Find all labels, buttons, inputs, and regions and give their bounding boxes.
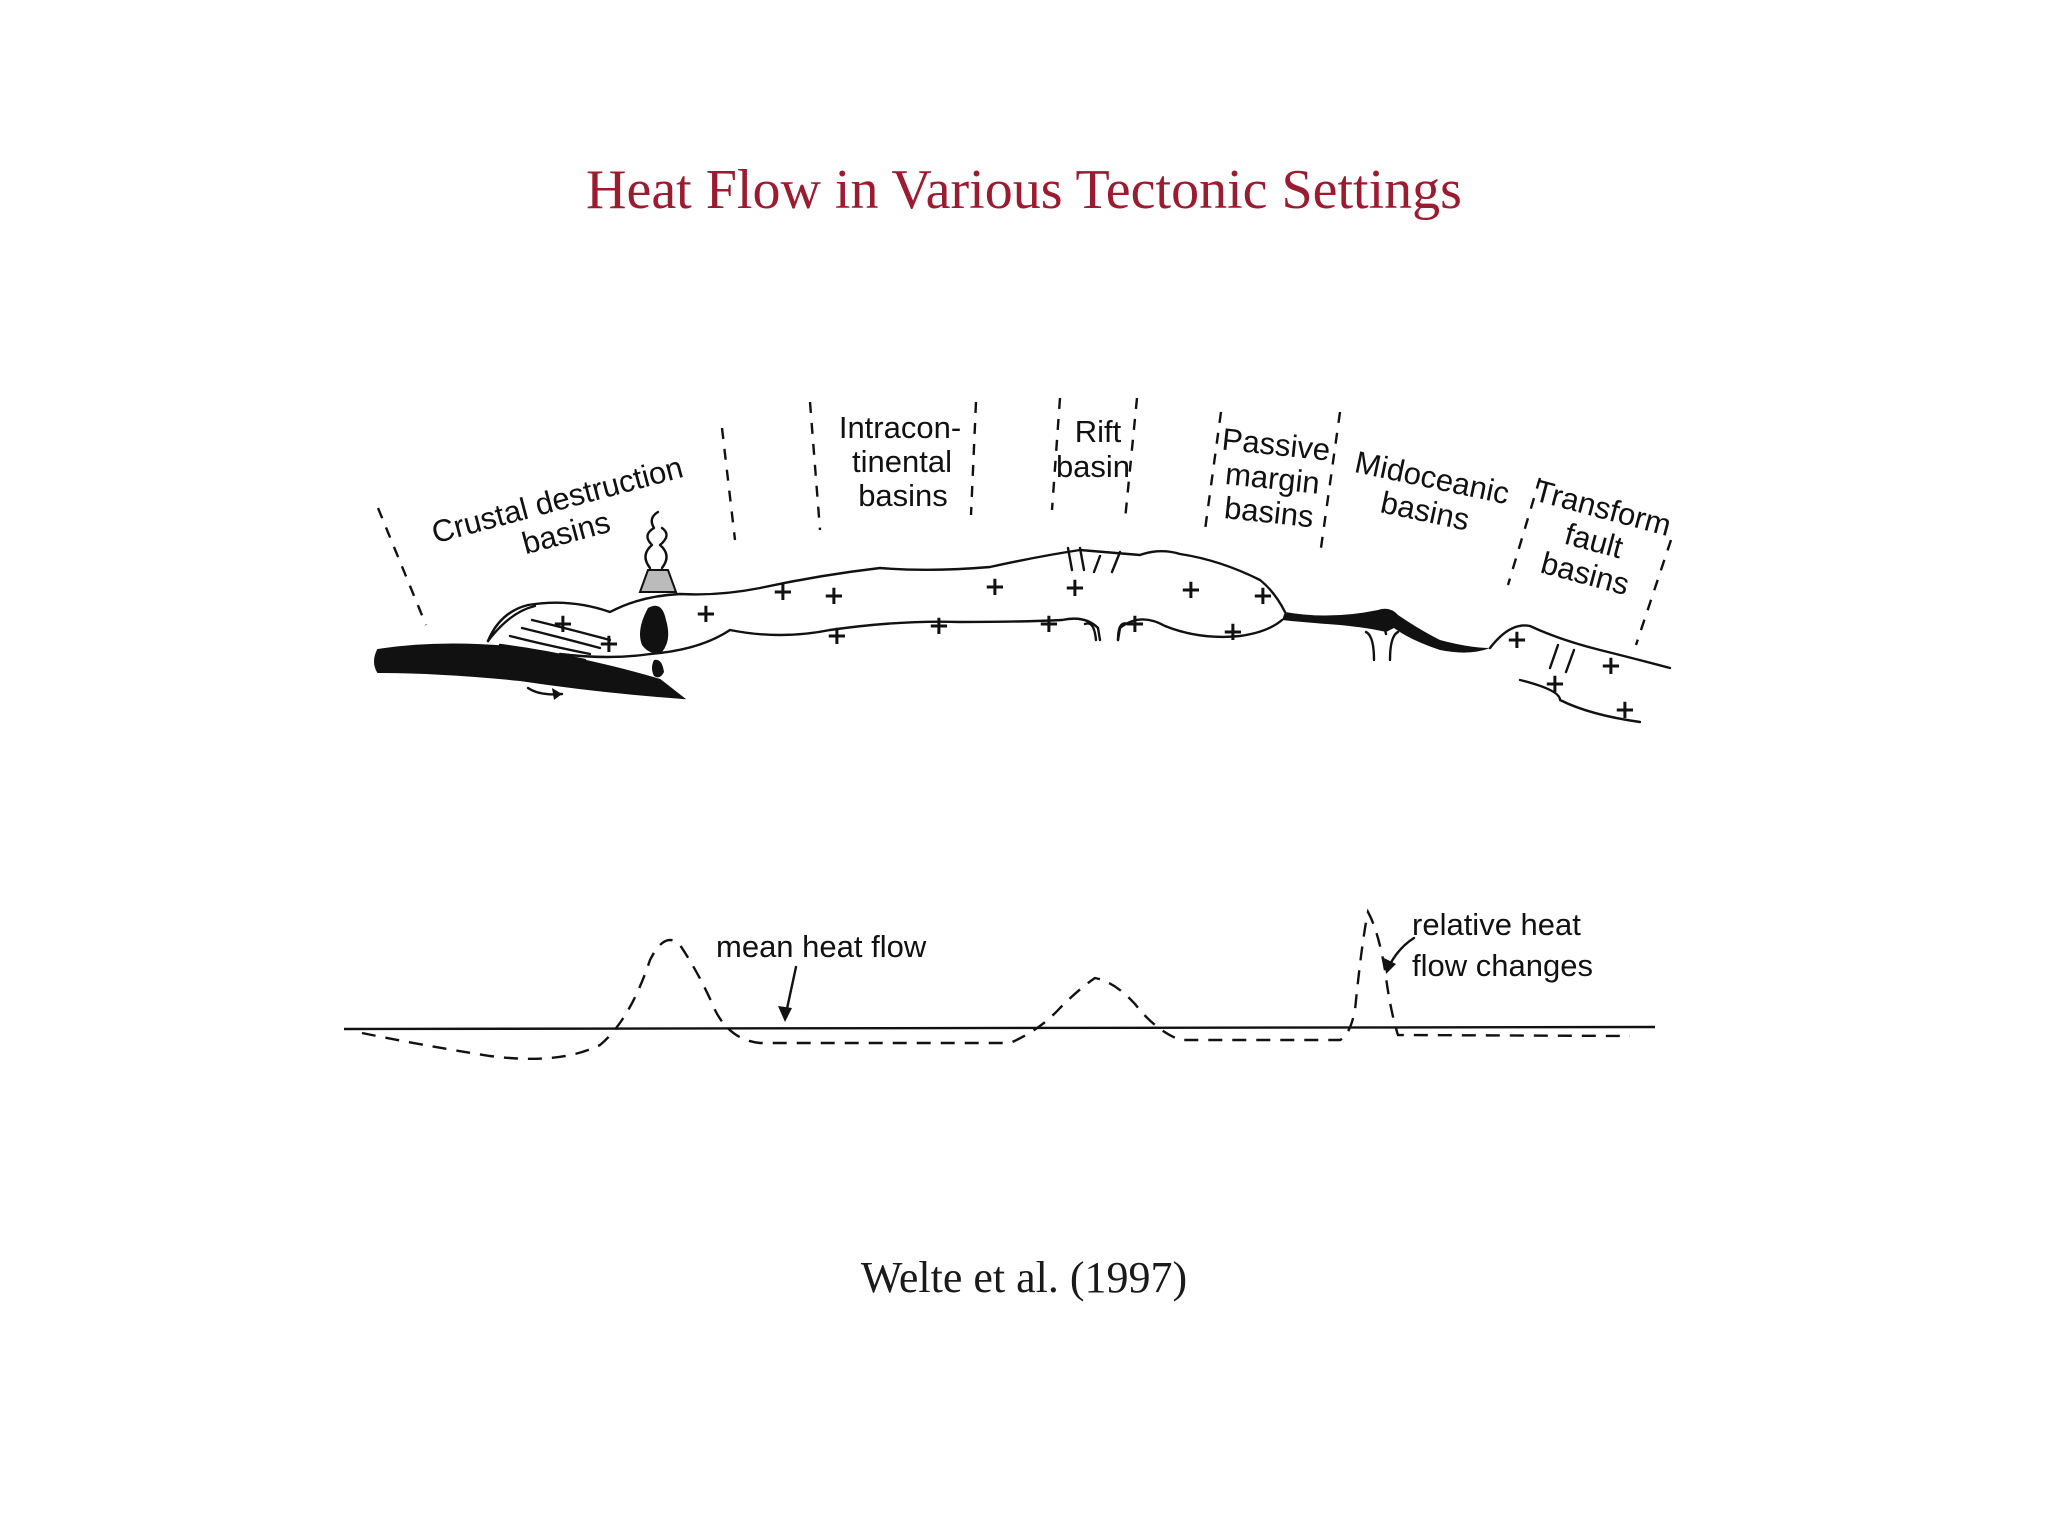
svg-text:+: +: [1038, 609, 1060, 639]
label-mean-heat-flow: mean heat flow: [716, 929, 927, 964]
figure-citation: Welte et al. (1997): [860, 1253, 1188, 1302]
svg-text:+: +: [1222, 617, 1244, 647]
crust-plus-signs: + + + + + + + + + + + + + + + + + +: [552, 572, 1636, 725]
continental-crust-top: [486, 548, 1287, 643]
svg-text:+: +: [1180, 575, 1202, 605]
svg-text:flow changes: flow changes: [1412, 948, 1593, 983]
transform-block: [1488, 624, 1672, 670]
transform-block-base: [1518, 678, 1642, 724]
svg-text:+: +: [1252, 581, 1274, 611]
midoceanic-ridge: [1364, 630, 1400, 662]
slide-title: Heat Flow in Various Tectonic Settings: [586, 159, 1462, 221]
svg-text:+: +: [598, 629, 620, 659]
svg-text:+: +: [1064, 573, 1086, 603]
label-transform-fault-basins: Transform fault basins: [1531, 473, 1675, 602]
svg-text:Rift: Rift: [1075, 414, 1122, 449]
relative-heat-flow-curve: [361, 908, 1631, 1060]
svg-text:+: +: [1506, 625, 1528, 655]
label-crustal-destruction-basins: Crustal destruction basins: [428, 450, 687, 562]
label-relative-heat-flow-changes: relative heat flow changes: [1412, 907, 1593, 983]
svg-text:+: +: [826, 621, 848, 651]
label-midoceanic-basins: Midoceanic basins: [1352, 444, 1513, 537]
svg-text:+: +: [823, 581, 845, 611]
volcano: [638, 510, 678, 678]
label-passive-margin-basins: Passive margin basins: [1220, 421, 1332, 534]
oceanic-crust-base: [1378, 610, 1388, 636]
svg-text:tinental: tinental: [852, 444, 952, 479]
svg-text:+: +: [695, 599, 717, 629]
basin-dividers: [376, 397, 1673, 646]
svg-text:+: +: [928, 611, 950, 641]
accretionary-wedge: [486, 604, 612, 662]
svg-text:relative heat: relative heat: [1412, 907, 1581, 942]
svg-text:Intracon-: Intracon-: [839, 410, 961, 445]
label-intracontinental-basins: Intracon- tinental basins: [839, 410, 961, 513]
svg-text:+: +: [1614, 695, 1636, 725]
svg-text:+: +: [1124, 609, 1146, 639]
svg-text:+: +: [772, 577, 794, 607]
svg-text:+: +: [1544, 669, 1566, 699]
svg-text:+: +: [552, 609, 574, 639]
svg-text:+: +: [984, 572, 1006, 602]
svg-text:basins: basins: [858, 478, 948, 513]
label-rift-basin: Rift basin: [1056, 414, 1130, 484]
transform-faults: [1548, 643, 1576, 674]
subducting-slab: [374, 643, 687, 700]
svg-text:+: +: [1600, 651, 1622, 681]
continental-crust-base: [558, 617, 1284, 659]
svg-text:basin: basin: [1056, 449, 1130, 484]
rift-faults: [1066, 546, 1130, 642]
mean-heat-flow-line: [343, 1025, 1656, 1031]
